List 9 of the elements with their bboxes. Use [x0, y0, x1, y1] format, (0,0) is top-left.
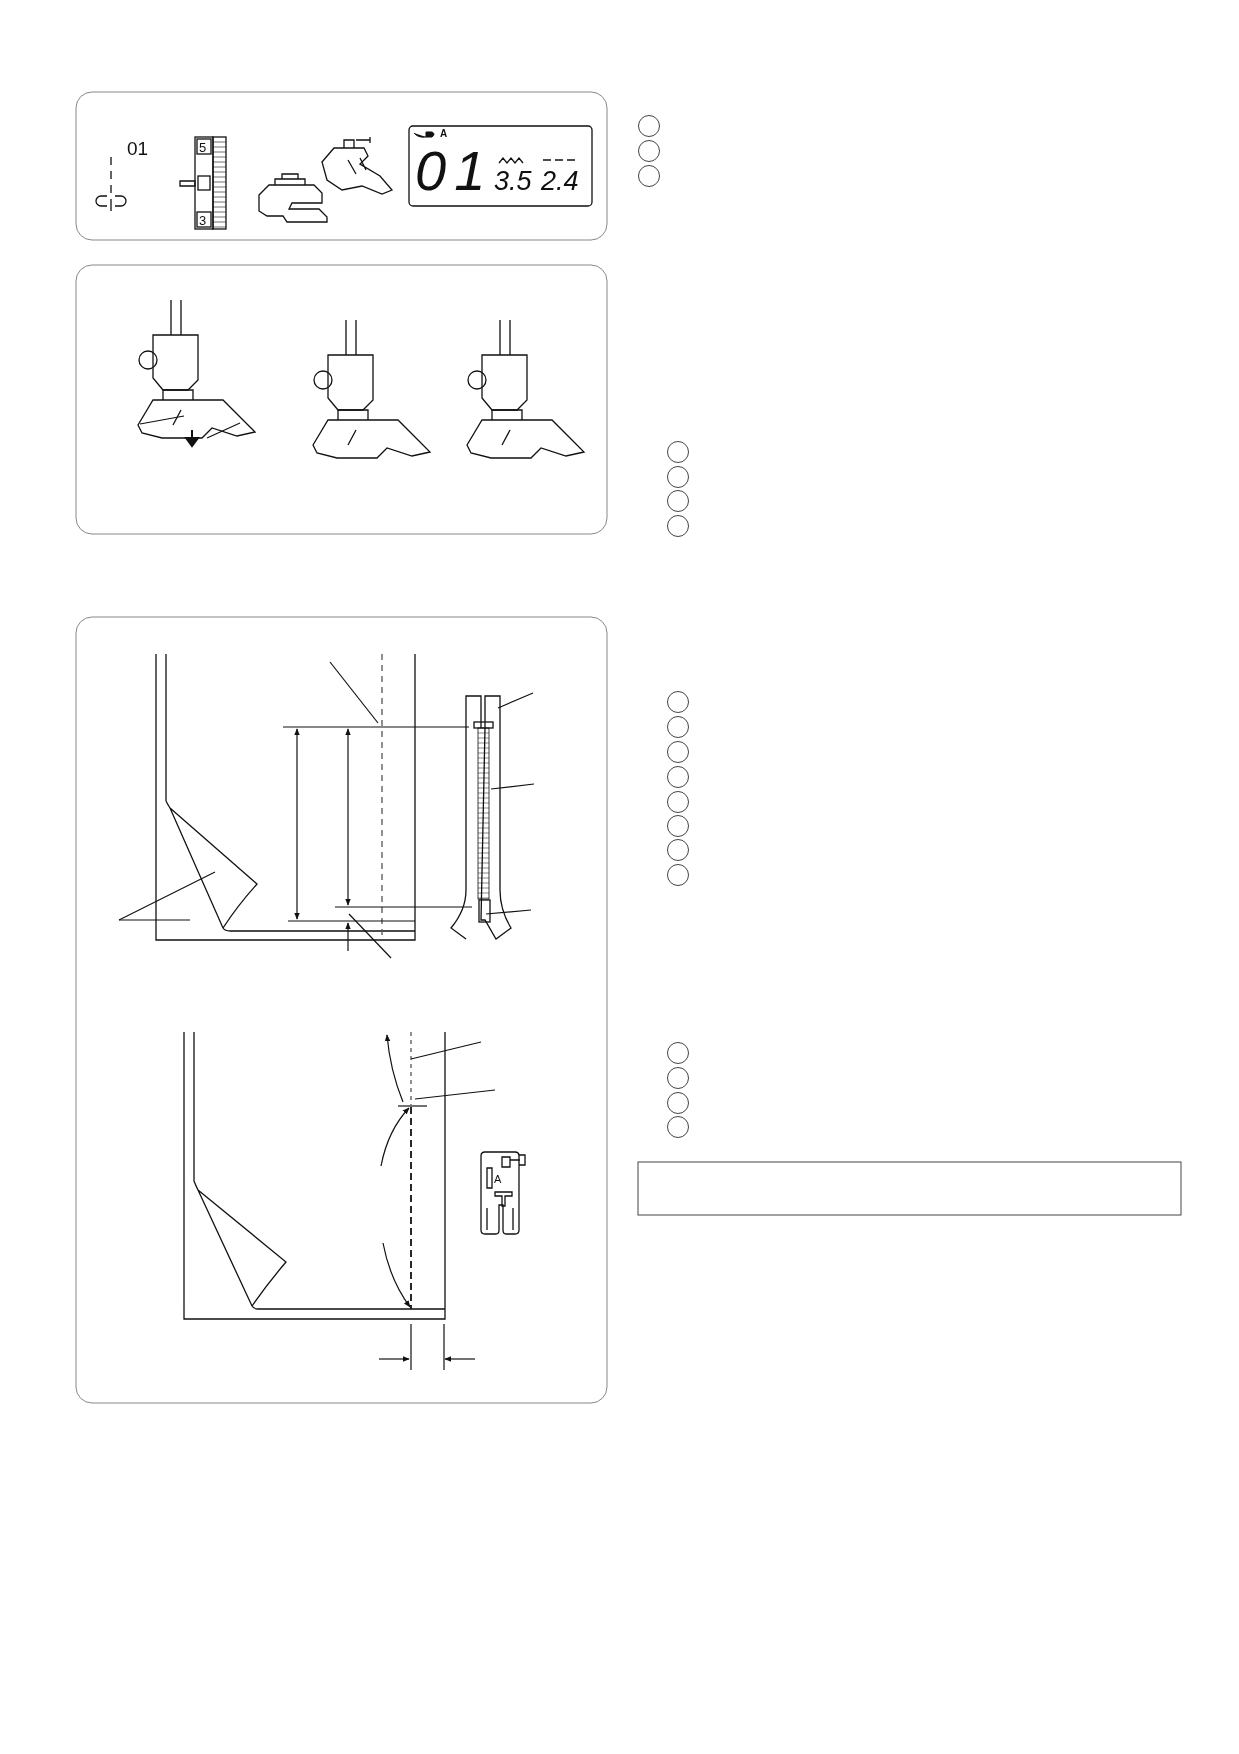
lcd-stitch-length: 2.4	[541, 168, 579, 195]
note-box	[637, 1161, 1182, 1216]
foot-letter: A	[494, 1174, 502, 1185]
lcd-pattern-number: 01	[415, 143, 494, 199]
lcd-stitch-width: 3.5	[494, 168, 532, 195]
dial-number: 3	[199, 214, 207, 227]
lcd-indicator: A	[440, 129, 448, 139]
stitch-number: 01	[127, 139, 149, 158]
dial-number: 5	[199, 141, 207, 154]
